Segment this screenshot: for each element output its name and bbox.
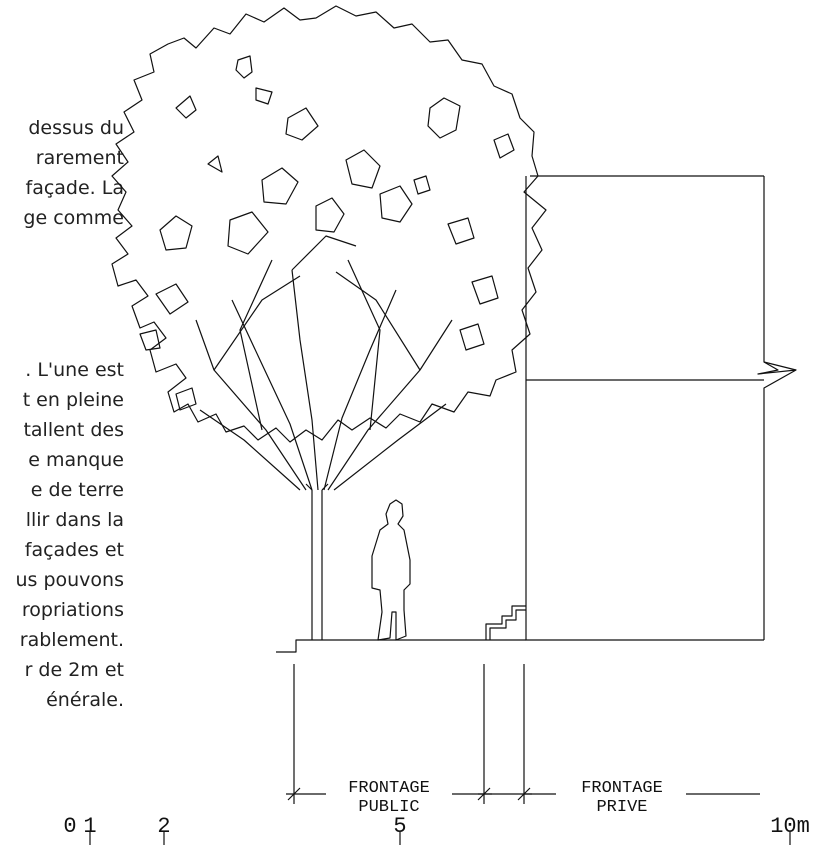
text-block-2-line: llir dans la <box>25 509 124 531</box>
text-block-2-line: . L'une est <box>25 359 124 381</box>
text-block-2-line: e de terre <box>30 479 124 501</box>
text-block-2-line: énérale. <box>46 689 124 711</box>
text-block-2-line: façades et <box>24 539 124 561</box>
scale-tick-5: 5 <box>393 814 406 839</box>
frontage-labels: FRONTAGE PUBLIC FRONTAGE PRIVE <box>326 778 686 817</box>
text-block-1-line: ge comme <box>23 207 124 229</box>
scale-bar: 0 1 2 5 10m <box>63 814 810 845</box>
text-block-2-line: rablement. <box>19 629 124 651</box>
ground-line <box>276 639 526 653</box>
text-block-2-line: e manque <box>28 449 124 471</box>
scale-tick-2: 2 <box>157 814 170 839</box>
text-block-2-line: us pouvons <box>15 569 124 591</box>
text-block-2-line: t en pleine <box>22 389 124 411</box>
text-block-2-line: tallent des <box>23 419 124 441</box>
frontage-public-label-1: FRONTAGE <box>348 779 430 798</box>
building-facade <box>525 175 797 641</box>
text-block-1-line: dessus du <box>28 117 124 139</box>
frontage-prive-label-1: FRONTAGE <box>581 779 663 798</box>
canopy-leaf-cells <box>139 55 515 411</box>
text-block-2-line: ropriations <box>21 599 124 621</box>
entrance-steps <box>485 605 526 640</box>
canopy-branches <box>195 235 453 491</box>
scale-tick-0: 0 <box>63 814 76 839</box>
text-block-1-line: rarement <box>35 147 124 169</box>
text-block-2-line: r de 2m et <box>24 659 124 681</box>
text-block-1-line: façade. La <box>25 177 124 199</box>
text-block-2: . L'une est t en pleine tallent des e manqu… <box>15 355 124 715</box>
scale-tick-1: 1 <box>83 814 96 839</box>
scale-tick-10m: 10m <box>770 814 810 839</box>
pedestrian-silhouette <box>371 499 411 641</box>
text-block-1: dessus du rarement façade. La ge comme <box>23 113 124 233</box>
tree-trunk <box>305 483 329 640</box>
frontage-prive-label-2: PRIVE <box>596 798 647 817</box>
tree-canopy-outline <box>111 5 547 443</box>
frontage-public-label-2: PUBLIC <box>358 798 419 817</box>
